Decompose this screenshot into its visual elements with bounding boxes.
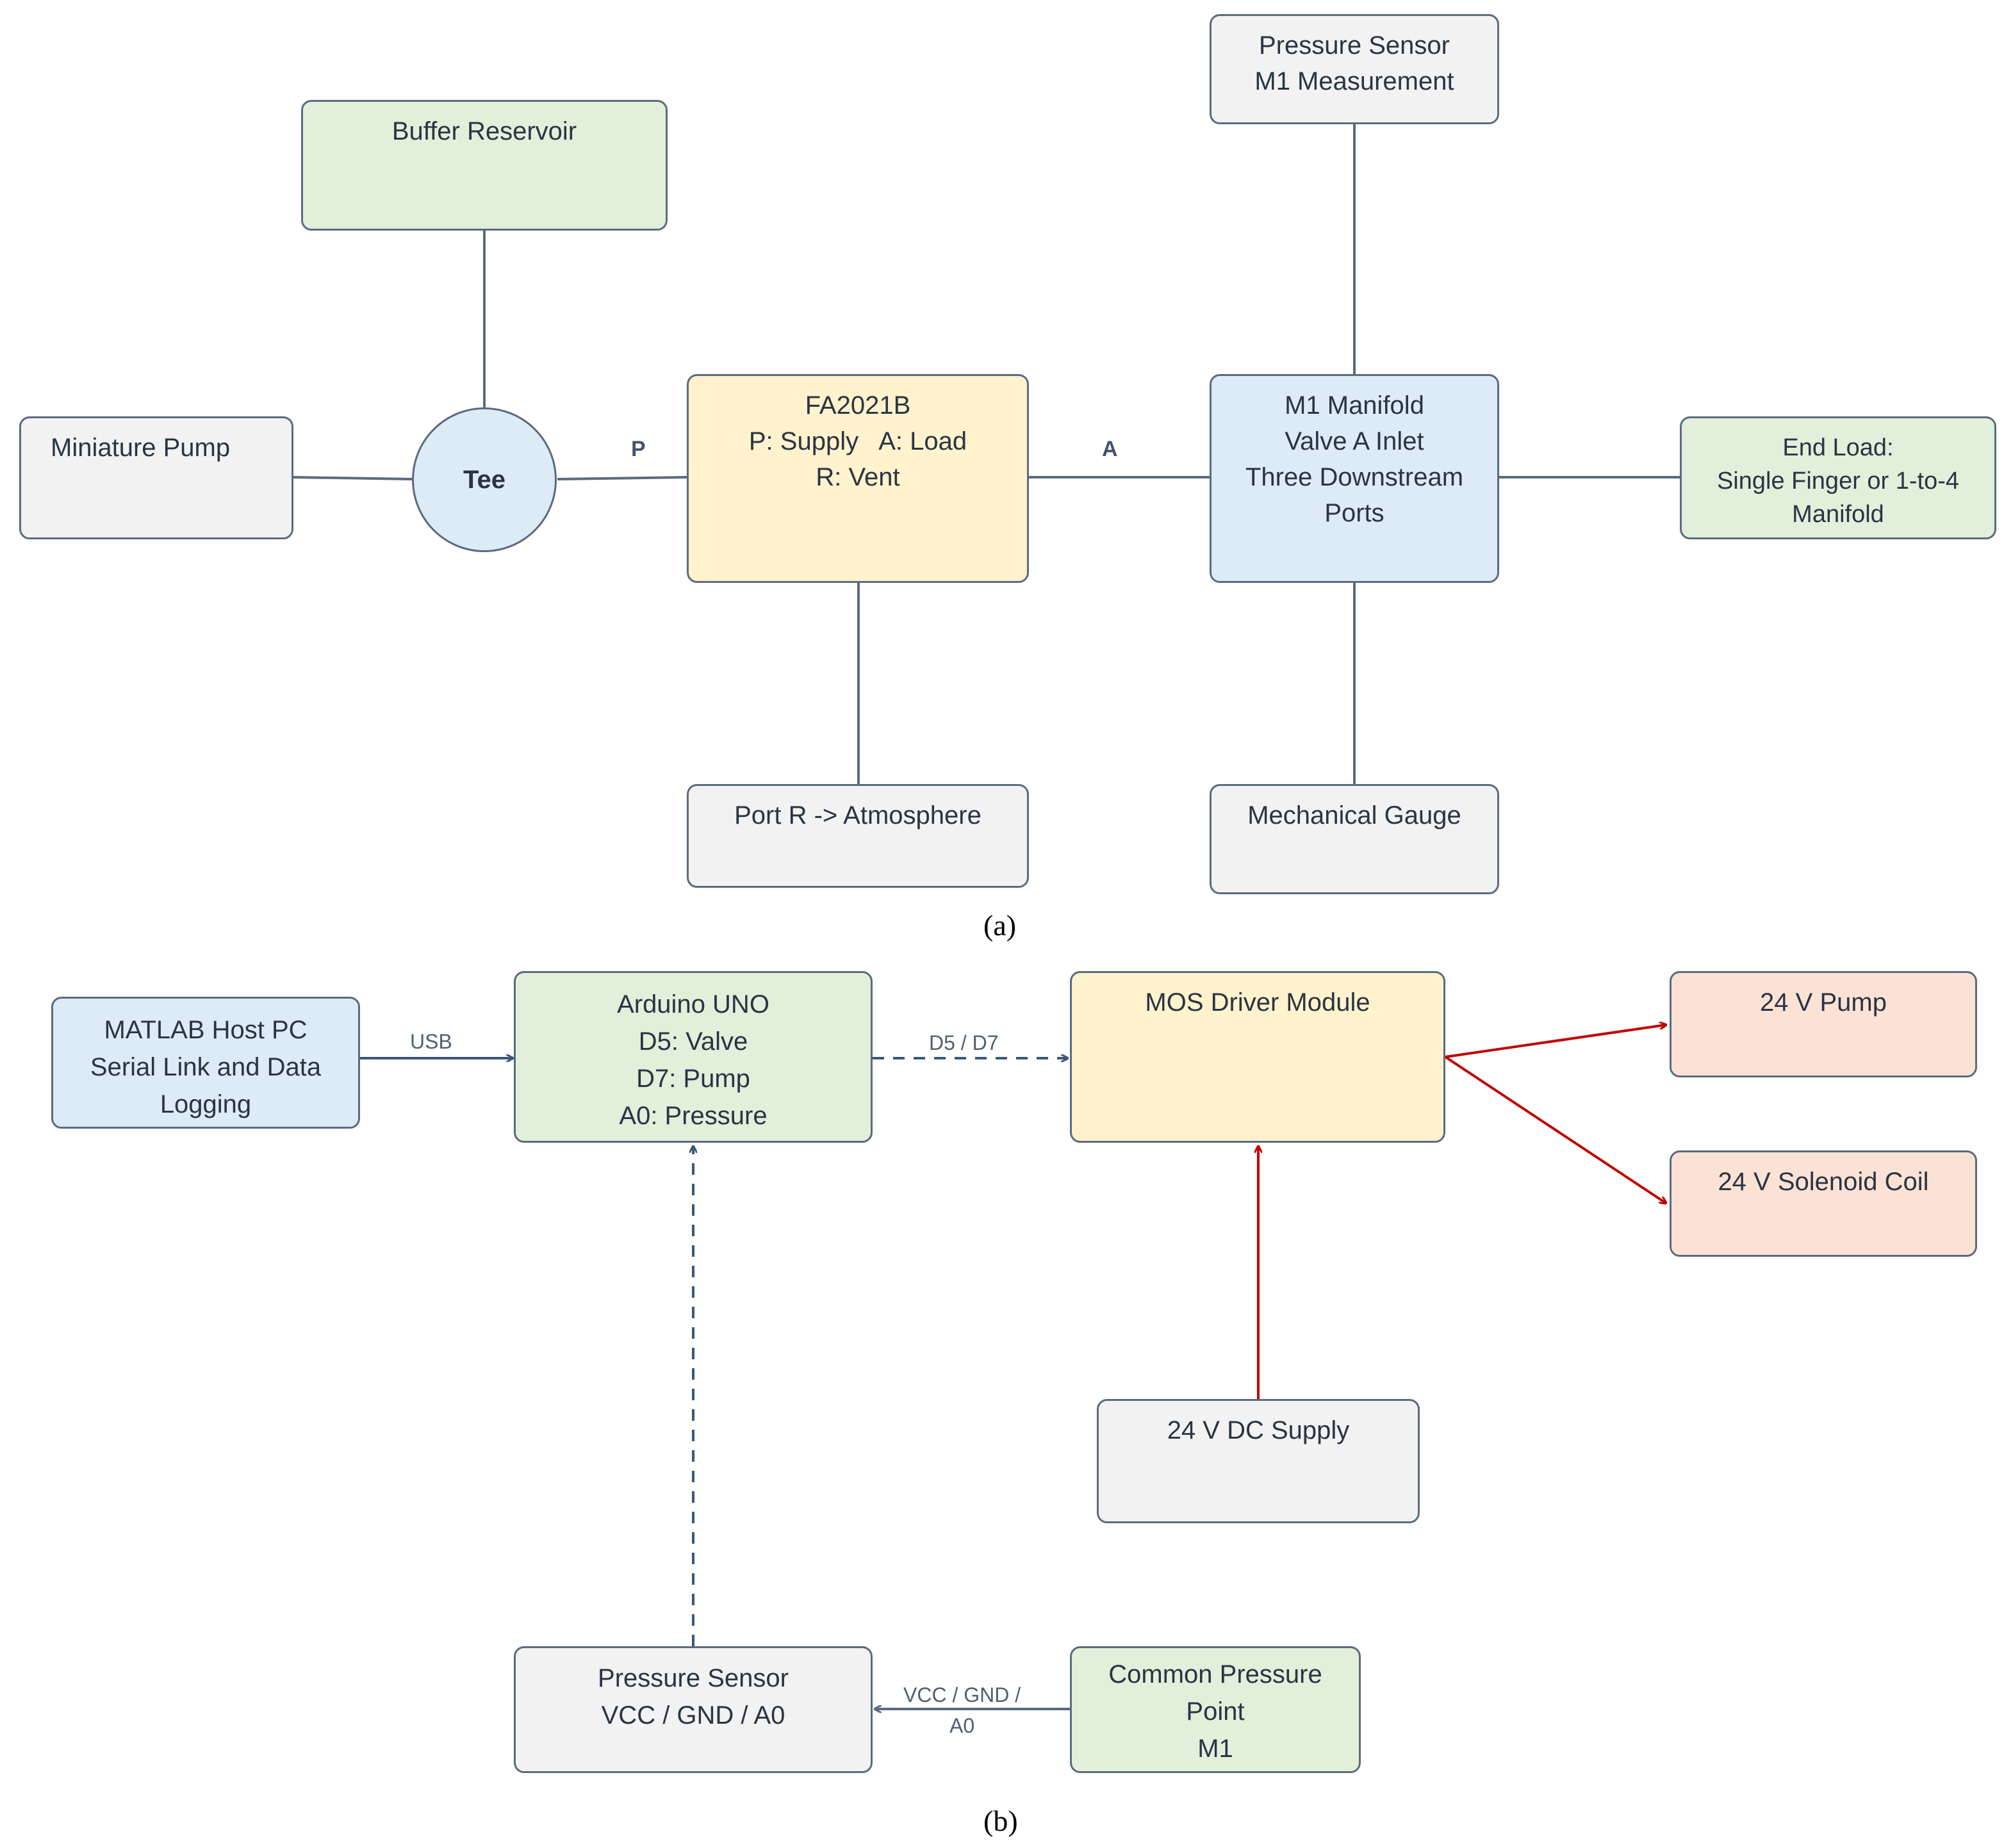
node-text-line: P: Supply A: Load: [748, 427, 967, 455]
dc-supply-box: 24 V DC Supply: [1097, 1399, 1420, 1523]
solenoid-24v-box: 24 V Solenoid Coil: [1670, 1150, 1977, 1257]
miniature-pump-box: Miniature Pump: [19, 416, 293, 539]
node-text-line: D7: Pump: [636, 1065, 750, 1093]
port-a-label: A: [1102, 437, 1118, 461]
line-tee-valve: [557, 476, 687, 480]
node-text-line: FA2021B: [805, 391, 911, 420]
node-text-line: Common Pressure: [1108, 1660, 1322, 1689]
mechanical-gauge-box: Mechanical Gauge: [1210, 784, 1499, 894]
usb-label: USB: [410, 1030, 452, 1053]
caption-b: (b): [983, 1804, 1018, 1837]
node-text-line: Ports: [1324, 499, 1384, 527]
node-text-line: Pressure Sensor: [598, 1664, 789, 1692]
node-text-line: Valve A Inlet: [1285, 427, 1424, 455]
caption-a: (a): [983, 909, 1017, 942]
node-text-line: Buffer Reservoir: [391, 117, 577, 145]
node-text-line: Arduino UNO: [617, 990, 769, 1018]
node-text-line: 24 V DC Supply: [1167, 1416, 1350, 1444]
node-text-line: Point: [1186, 1697, 1245, 1726]
node-text-line: M1 Manifold: [1285, 391, 1424, 420]
d5d7-label: D5 / D7: [929, 1031, 999, 1054]
node-text-line: Miniature Pump: [51, 434, 231, 462]
node-text-line: MOS Driver Module: [1145, 988, 1370, 1017]
node-text-line: Port R -> Atmosphere: [734, 801, 981, 830]
node-text-line: Logging: [160, 1090, 252, 1118]
node-text-line: Pressure Sensor: [1259, 31, 1450, 60]
node-text-line: R: Vent: [816, 463, 900, 491]
node-text-line: MATLAB Host PC: [104, 1016, 308, 1044]
buffer-reservoir-box: Buffer Reservoir: [301, 100, 668, 231]
node-text-line: A0: Pressure: [619, 1102, 768, 1130]
arrow-mos-pump: [1445, 1025, 1666, 1058]
port-r-atmosphere-box: Port R -> Atmosphere: [687, 784, 1029, 888]
node-text-line: Three Downstream: [1245, 463, 1464, 491]
node-text-line: Single Finger or 1-to-4: [1716, 468, 1960, 495]
node-text-line: VCC / GND / A0: [601, 1701, 785, 1729]
node-text-line: D5: Valve: [638, 1027, 748, 1056]
mos-driver-box: MOS Driver Module: [1070, 971, 1445, 1143]
node-text-line: M1: [1197, 1735, 1233, 1763]
port-p-label: P: [631, 437, 646, 461]
tee-junction: Tee: [412, 407, 557, 552]
vcc-gnd-a0-label: VCC / GND / A0: [903, 1683, 1021, 1737]
pump-24v-box: 24 V Pump: [1670, 971, 1977, 1077]
line-pump-tee: [293, 476, 413, 480]
node-text-line: Manifold: [1792, 501, 1884, 528]
pressure-sensor-m1-box: Pressure Sensor M1 Measurement: [1210, 14, 1499, 124]
valve-fa2021b-box: FA2021B P: Supply A: Load R: Vent: [687, 374, 1029, 583]
node-text-line: Mechanical Gauge: [1247, 801, 1461, 830]
node-text-line: 24 V Solenoid Coil: [1718, 1168, 1929, 1196]
arrow-mos-solenoid: [1444, 1056, 1666, 1203]
node-text-line: 24 V Pump: [1760, 988, 1887, 1017]
node-text-line: M1 Measurement: [1254, 67, 1454, 95]
node-text-line: Serial Link and Data: [90, 1053, 322, 1081]
node-text-line: End Load:: [1782, 434, 1894, 461]
